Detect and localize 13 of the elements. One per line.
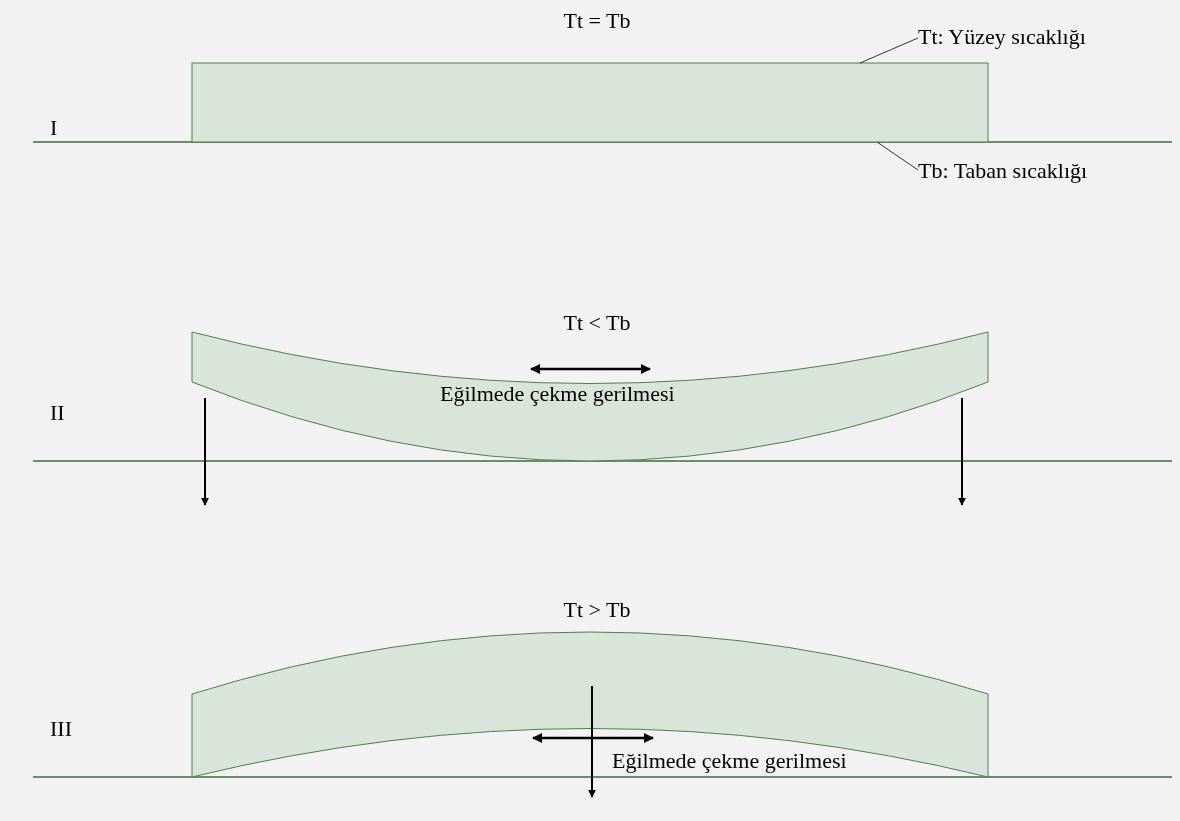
stage-number: II [50,400,65,426]
stage-number: I [50,115,58,141]
leader-line [876,141,919,171]
leader-label: Tb: Taban sıcaklığı [918,158,1088,184]
leader-label: Tt: Yüzey sıcaklığı [918,24,1086,50]
leader-line [859,37,919,64]
condition-label: Tt < Tb [563,310,631,336]
stress-label: Eğilmede çekme gerilmesi [612,748,847,774]
stress-label: Eğilmede çekme gerilmesi [440,381,675,407]
condition-label: Tt = Tb [563,8,631,34]
slab [191,62,989,143]
condition-label: Tt > Tb [563,597,631,623]
stage-number: III [50,716,72,742]
